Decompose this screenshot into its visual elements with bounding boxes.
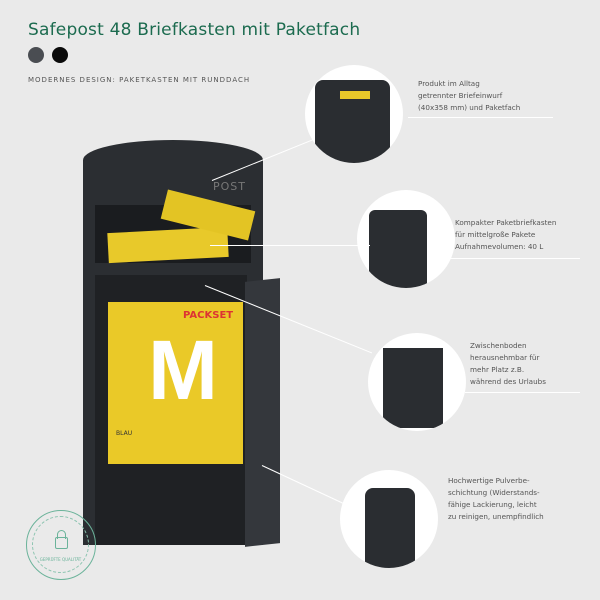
open-door	[245, 278, 280, 547]
feature-text-4: Hochwertige Pulverbe-schichtung (Widerst…	[448, 476, 544, 521]
detail-circle-shelf	[368, 333, 466, 431]
detail-circle-coating	[340, 470, 438, 568]
color-option-anthracite[interactable]	[28, 47, 44, 63]
subtitle: MODERNES DESIGN: PAKETKASTEN MIT RUNDDAC…	[28, 76, 251, 84]
quality-badge: GEPRÜFTE QUALITÄT	[26, 510, 96, 580]
divider	[408, 117, 553, 118]
post-label: POST	[213, 180, 246, 193]
mailbox-illustration: POST PACKSET M BLAU	[83, 140, 283, 550]
pointer-line	[210, 245, 370, 246]
divider	[465, 392, 580, 393]
divider	[450, 258, 580, 259]
color-option-black[interactable]	[52, 47, 68, 63]
detail-circle-slot	[305, 65, 403, 163]
package: PACKSET M BLAU	[108, 302, 243, 464]
page-title: Safepost 48 Briefkasten mit Paketfach	[28, 20, 361, 40]
detail-circle-compact	[357, 190, 455, 288]
